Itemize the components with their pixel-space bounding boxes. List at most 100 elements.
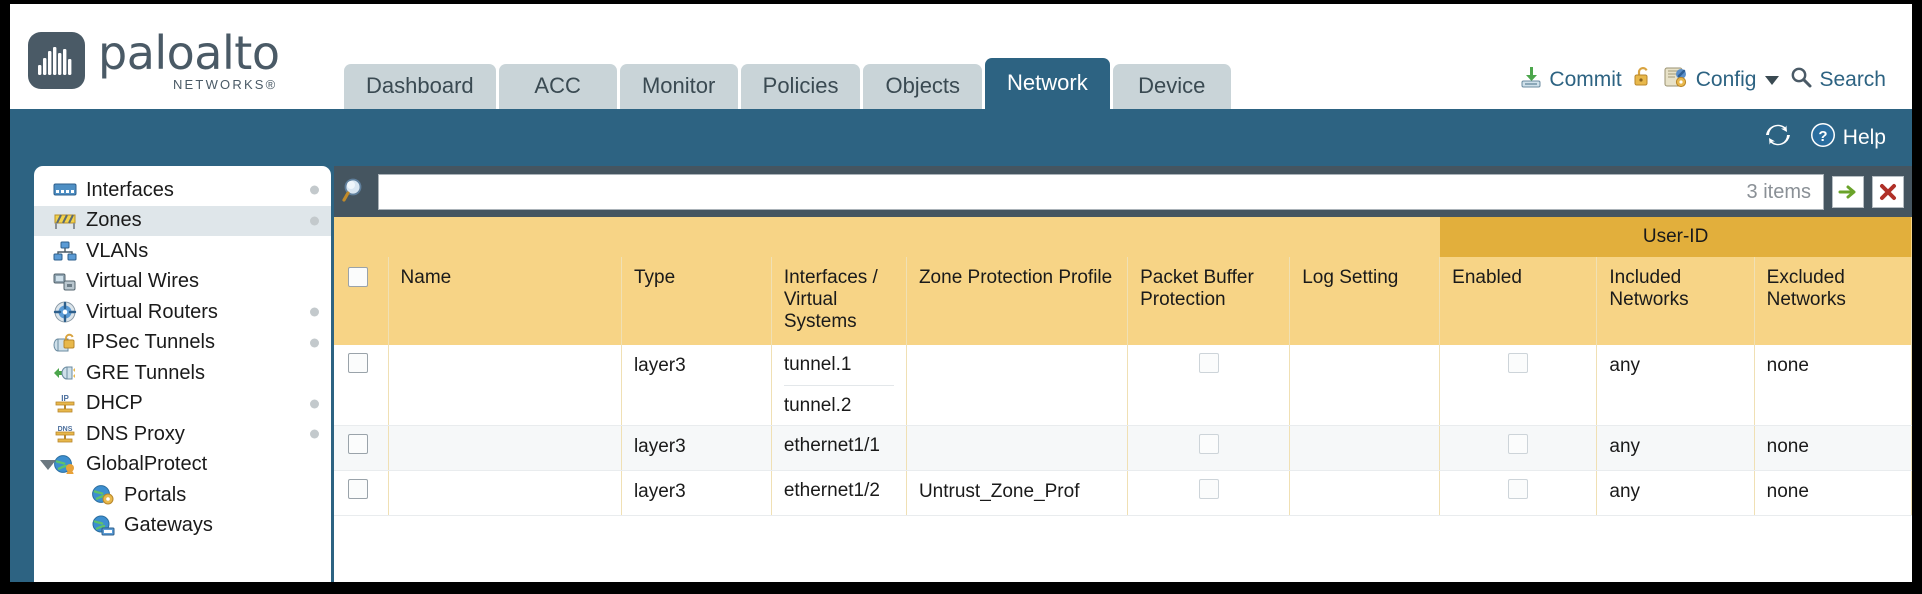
user-id-enabled-checkbox[interactable] <box>1508 434 1529 455</box>
excluded-networks-cell: none <box>1754 425 1912 471</box>
item-count-label: 3 items <box>1746 180 1811 203</box>
included-networks-cell: any <box>1596 345 1755 427</box>
interface-entry: tunnel.1 <box>783 345 894 386</box>
row-select-checkbox[interactable] <box>348 478 368 499</box>
globalprotect-icon <box>52 454 78 476</box>
user-id-enabled-checkbox[interactable] <box>1508 353 1529 373</box>
sidebar-item-label: Portals <box>124 483 187 506</box>
vlans-icon <box>52 240 78 262</box>
packet-buffer-protection-cell <box>1127 425 1291 471</box>
svg-text:DNS: DNS <box>58 426 73 433</box>
nav-tab-network[interactable]: Network <box>985 58 1110 109</box>
packet-buffer-protection-cell <box>1127 470 1291 516</box>
nav-tab-dashboard[interactable]: Dashboard <box>344 64 496 109</box>
commit-button[interactable]: Commit <box>1519 65 1622 95</box>
column-header-included-networks[interactable]: Included Networks <box>1596 257 1755 345</box>
sidebar-item-status-dot <box>310 307 319 317</box>
packet-buffer-protection-checkbox[interactable] <box>1198 353 1219 373</box>
zone-type-cell: layer3 <box>621 470 772 516</box>
sidebar-item-status-dot <box>310 338 319 348</box>
dns-proxy-icon: DNS <box>52 423 78 445</box>
column-header-enabled[interactable]: Enabled <box>1439 257 1598 345</box>
sidebar-item-globalprotect[interactable]: GlobalProtect <box>34 450 331 481</box>
packet-buffer-protection-checkbox[interactable] <box>1198 434 1219 455</box>
column-header-log-setting[interactable]: Log Setting <box>1289 257 1441 345</box>
zone-interfaces-cell: ethernet1/2 <box>771 470 907 516</box>
row-select-cell[interactable] <box>334 425 389 471</box>
zone-interfaces-cell: tunnel.1 tunnel.2 <box>771 345 907 427</box>
select-all-checkbox[interactable] <box>348 267 368 287</box>
clear-filter-button[interactable] <box>1872 176 1904 208</box>
search-input[interactable] <box>389 175 1747 209</box>
refresh-button[interactable] <box>1763 122 1793 153</box>
interface-entry: tunnel.2 <box>783 394 852 416</box>
sidebar-item-dns-proxy[interactable]: DNS DNS Proxy <box>34 419 331 450</box>
user-id-enabled-checkbox[interactable] <box>1508 478 1529 499</box>
log-setting-cell <box>1289 470 1441 516</box>
sidebar-item-portals[interactable]: Portals <box>34 480 331 511</box>
sidebar-item-ipsec-tunnels[interactable]: IPSec Tunnels <box>34 328 331 359</box>
column-header-zone-protection-profile[interactable]: Zone Protection Profile <box>906 257 1129 345</box>
column-header-name[interactable]: Name <box>388 257 622 345</box>
column-header-packet-buffer-protection[interactable]: Packet Buffer Protection <box>1127 257 1291 345</box>
interfaces-icon <box>52 179 78 201</box>
nav-tab-policies[interactable]: Policies <box>740 64 861 109</box>
row-select-checkbox[interactable] <box>348 353 368 373</box>
lock-button[interactable] <box>1632 65 1654 95</box>
sidebar-item-label: VLANs <box>86 239 149 262</box>
packet-buffer-protection-cell <box>1127 345 1291 427</box>
column-header-interfaces-virtual-systems[interactable]: Interfaces / Virtual Systems <box>771 257 907 345</box>
search-label: Search <box>1819 68 1886 91</box>
sub-bar: ? Help <box>10 109 1912 166</box>
included-networks-cell: any <box>1596 425 1755 471</box>
packet-buffer-protection-checkbox[interactable] <box>1198 478 1219 499</box>
search-field-wrapper[interactable]: 3 items <box>378 174 1824 210</box>
paloalto-logo-icon <box>28 32 85 89</box>
sidebar-item-label: GlobalProtect <box>86 453 208 476</box>
collapse-triangle-icon[interactable] <box>40 459 56 470</box>
top-actions: Commit <box>1519 65 1912 109</box>
zone-name-cell <box>388 425 622 471</box>
interface-entry: ethernet1/2 <box>783 479 880 501</box>
nav-tab-monitor[interactable]: Monitor <box>619 64 738 109</box>
sidebar-item-gre-tunnels[interactable]: GRE Tunnels <box>34 358 331 389</box>
excluded-networks-cell: none <box>1754 345 1912 427</box>
nav-tab-device[interactable]: Device <box>1112 64 1231 109</box>
filter-search-icon[interactable] <box>340 175 370 210</box>
sidebar-item-label: DNS Proxy <box>86 422 185 445</box>
chevron-down-icon <box>1765 75 1780 85</box>
search-button[interactable]: Search <box>1789 65 1886 95</box>
column-header-excluded-networks[interactable]: Excluded Networks <box>1754 257 1912 345</box>
sidebar-item-interfaces[interactable]: Interfaces <box>34 175 331 206</box>
config-dropdown[interactable]: Config <box>1664 65 1780 95</box>
group-header-spacer <box>334 217 1441 257</box>
sidebar-item-zones[interactable]: Zones <box>34 205 331 236</box>
nav-tab-acc[interactable]: ACC <box>498 64 617 109</box>
sidebar-item-virtual-wires[interactable]: Virtual Wires <box>34 267 331 298</box>
row-select-cell[interactable] <box>334 470 389 516</box>
zone-interfaces-cell: ethernet1/1 <box>771 425 907 471</box>
gre-tunnels-icon <box>52 362 78 384</box>
zones-icon <box>52 210 78 232</box>
row-select-checkbox[interactable] <box>348 434 368 455</box>
nav-tab-objects[interactable]: Objects <box>863 64 983 109</box>
brand-sub: NETWORKS® <box>172 77 278 92</box>
apply-filter-button[interactable] <box>1832 176 1864 208</box>
sidebar-item-virtual-routers[interactable]: Virtual Routers <box>34 297 331 328</box>
column-header-type[interactable]: Type <box>621 257 772 345</box>
help-button[interactable]: ? Help <box>1809 121 1886 155</box>
sidebar-item-vlans[interactable]: VLANs <box>34 236 331 267</box>
select-all-header <box>334 257 389 345</box>
sidebar-item-gateways[interactable]: Gateways <box>34 511 331 542</box>
dhcp-icon: IP <box>52 393 78 415</box>
sidebar-item-label: Interfaces <box>86 178 174 201</box>
row-select-cell[interactable] <box>334 345 389 427</box>
